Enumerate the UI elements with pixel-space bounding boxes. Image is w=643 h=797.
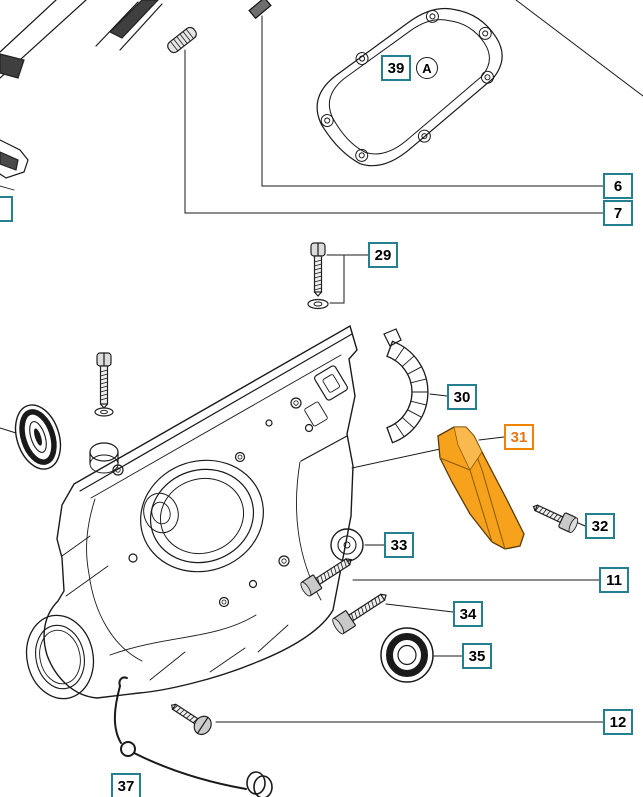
dowel-pin-part-7 [167, 26, 197, 54]
plug-part-33 [330, 528, 364, 562]
callout-11[interactable]: 11 [599, 567, 629, 593]
callout-partial-left [0, 196, 13, 222]
crankcase-screw-top [94, 352, 114, 417]
stud-part-11 [300, 558, 352, 597]
spring-part-37 [113, 676, 273, 797]
pin-part-6 [248, 0, 272, 20]
edge-fragment-left [0, 139, 29, 191]
callout-6[interactable]: 6 [603, 173, 633, 199]
gasket-part-39 [316, 7, 503, 167]
oil-seal-part-35 [380, 627, 434, 683]
guard-part-31-highlighted [437, 426, 525, 550]
callout-31-highlighted[interactable]: 31 [504, 424, 534, 450]
callout-view-A: A [416, 57, 438, 79]
callout-39[interactable]: 39 [381, 55, 411, 81]
callout-7[interactable]: 7 [603, 200, 633, 226]
callout-29[interactable]: 29 [368, 242, 398, 268]
screw-part-34 [332, 593, 387, 635]
crankcase-body [43, 324, 358, 699]
callout-12[interactable]: 12 [603, 709, 633, 735]
screw-part-32 [532, 504, 579, 533]
callout-32[interactable]: 32 [585, 513, 615, 539]
callout-37[interactable]: 37 [111, 773, 141, 797]
callout-30[interactable]: 30 [447, 384, 477, 410]
screw-part-12 [170, 703, 212, 736]
callout-33[interactable]: 33 [384, 532, 414, 558]
leader-top-right [515, 0, 643, 97]
callout-35[interactable]: 35 [462, 643, 492, 669]
leader-lines [0, 15, 604, 723]
corner-fragment-top-left [0, 0, 163, 79]
screw-part-29 [307, 242, 329, 310]
callout-34[interactable]: 34 [453, 601, 483, 627]
clutch-part-30 [383, 328, 429, 444]
oil-seal-left [14, 404, 62, 470]
bore-bottom-left [25, 614, 95, 700]
